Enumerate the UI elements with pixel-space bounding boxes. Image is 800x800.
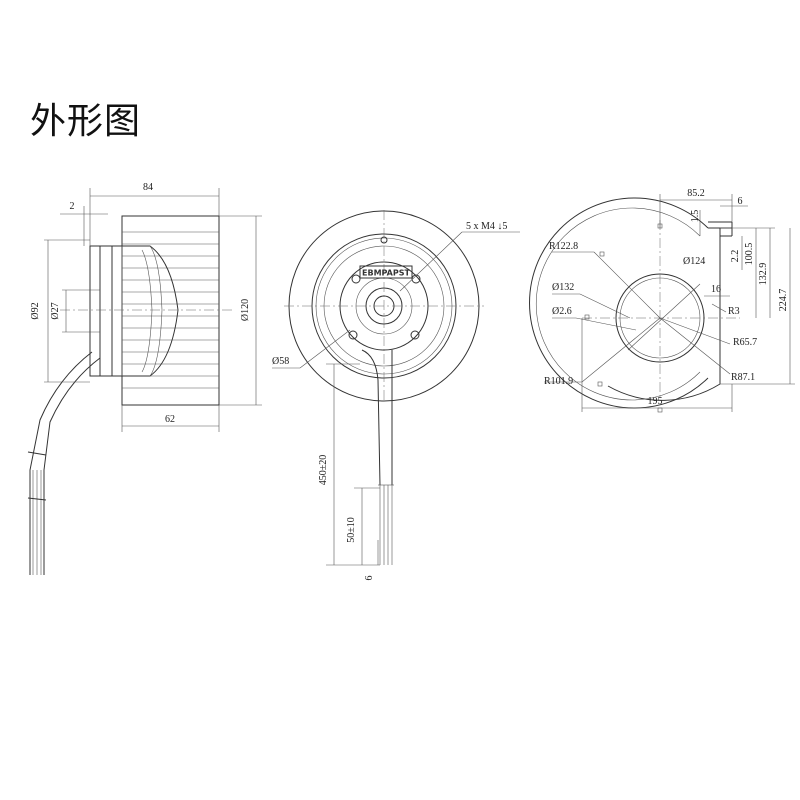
dim-132-9: 132.9: [758, 263, 769, 286]
dim-cable-length: 450±20: [318, 455, 329, 486]
side-cable: [29, 351, 93, 575]
dim-16: 16: [711, 284, 721, 295]
dim-224-7: 224.7: [778, 289, 789, 312]
screw-spec: 5 x M4 ↓5: [466, 221, 507, 232]
dim-d27: Ø27: [50, 302, 61, 319]
dim-r65-7: R65.7: [733, 337, 757, 348]
dim-wire-end: 6: [364, 576, 375, 581]
dim-d2-6: Ø2.6: [552, 306, 572, 317]
dim-r122-8: R122.8: [549, 241, 578, 252]
drawing-title: 外形图: [30, 101, 142, 142]
dim-r87-1: R87.1: [731, 372, 755, 383]
dim-d124: Ø124: [683, 256, 705, 267]
dim-6: 6: [738, 196, 743, 207]
dim-2-2: 2.2: [730, 250, 741, 263]
dim-r101-9: R101.9: [544, 376, 573, 387]
dim-d132: Ø132: [552, 282, 574, 293]
dim-r3: R3: [728, 306, 740, 317]
impeller-blades: [122, 231, 219, 389]
dim-62: 62: [165, 414, 175, 425]
side-view: 84 2 Ø92 Ø27 Ø120 62: [27, 182, 262, 575]
impeller-body: [121, 215, 220, 406]
housing-view: 85.2 6 1.5 2.2 100.5 132.9 224.7 R122.8 …: [529, 188, 795, 413]
front-view: EBMPAPST 5 x M4 ↓5 Ø58 450±20 50±10 6: [272, 210, 520, 581]
dim-d58: Ø58: [272, 356, 289, 367]
dim-84: 84: [143, 182, 153, 193]
front-cable: [361, 349, 381, 486]
dim-d92: Ø92: [30, 302, 41, 319]
dim-strip-length: 50±10: [346, 517, 357, 543]
brand-label: EBMPAPST: [362, 269, 410, 278]
dim-195: 195: [648, 396, 663, 407]
dim-2: 2: [70, 201, 75, 212]
dim-85-2: 85.2: [687, 188, 705, 199]
motor-hub: [89, 245, 179, 377]
dim-100-5: 100.5: [744, 243, 755, 266]
dim-d120: Ø120: [240, 299, 251, 321]
dim-1-5: 1.5: [690, 210, 701, 223]
